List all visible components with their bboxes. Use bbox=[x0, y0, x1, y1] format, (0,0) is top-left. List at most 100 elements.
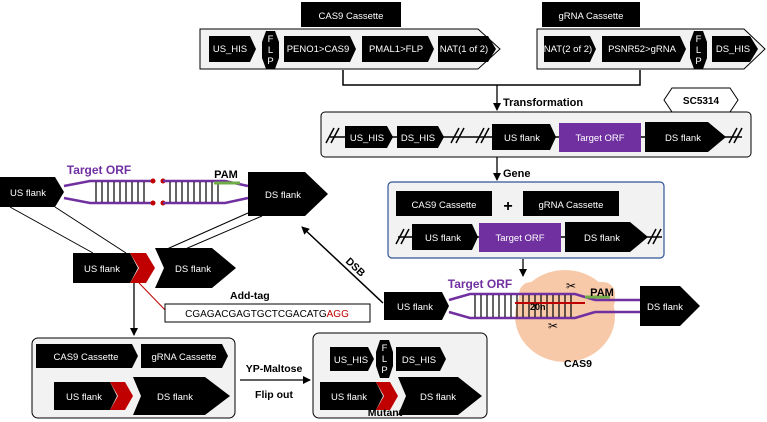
grna-flp-f: F bbox=[696, 34, 702, 45]
gene-box-target-orf bbox=[479, 223, 561, 252]
cut-ds-flank bbox=[640, 286, 700, 326]
repair-ds-flank-bottom bbox=[155, 248, 236, 288]
gene-box-cas9-cassette-label: CAS9 Cassette bbox=[412, 200, 477, 211]
repair-us-flank-top bbox=[0, 177, 64, 207]
repair-crossover-lines bbox=[9, 206, 263, 254]
cas9-flp-f: F bbox=[268, 34, 274, 45]
cas9-part-us-his bbox=[209, 36, 256, 62]
repair-tag-chevron bbox=[130, 253, 155, 283]
dsb-label: DSB bbox=[343, 255, 368, 279]
gene-box-break-left bbox=[395, 228, 410, 245]
gene-box-us-flank-label: US flank bbox=[425, 233, 461, 244]
cas9-flp-hexagon bbox=[262, 31, 279, 69]
locus-break-right bbox=[728, 127, 743, 144]
gene-box-cas9-cassette bbox=[396, 191, 492, 216]
dsb-arrow bbox=[301, 226, 384, 304]
locus-ds-his-label: DS_HIS bbox=[401, 133, 435, 144]
add-tag-sequence-box bbox=[164, 303, 371, 323]
bl-us-flank-label: US flank bbox=[66, 392, 102, 403]
gene-box-grna-cassette-label: gRNA Cassette bbox=[539, 200, 604, 211]
br-ds-flank-label: DS flank bbox=[420, 392, 456, 403]
cas9-part-peno1 bbox=[284, 36, 356, 62]
repair-ds-flank-top-label: DS flank bbox=[265, 190, 301, 201]
locus-ds-flank bbox=[645, 122, 726, 152]
yp-maltose-label: YP-Maltose bbox=[246, 363, 303, 375]
repair-us-flank-top-label: US flank bbox=[10, 188, 46, 199]
repair-dna-left-rungs bbox=[95, 182, 145, 202]
scissors-bottom-icon: ✂ bbox=[548, 319, 558, 333]
transformation-label: Transformation bbox=[503, 97, 583, 109]
bl-tag-chevron bbox=[110, 382, 133, 410]
locus-us-flank bbox=[492, 124, 556, 150]
twenty-n-label: 20n bbox=[530, 302, 546, 312]
scissors-top-icon: ✂ bbox=[566, 279, 576, 293]
br-ds-flank bbox=[398, 377, 482, 415]
cut-us-flank bbox=[384, 292, 449, 320]
grna-part-psnr52-label: PSNR52>gRNA bbox=[608, 44, 677, 55]
cut-us-flank-label: US flank bbox=[397, 302, 433, 313]
cas9-part-peno1-label: PENO1>CAS9 bbox=[287, 44, 350, 55]
mutant-label: Mutant bbox=[368, 407, 403, 419]
bl-cas9-cassette-label: CAS9 Cassette bbox=[54, 352, 119, 363]
br-flp-p: P bbox=[381, 365, 387, 376]
gene-box-break-right bbox=[647, 228, 662, 245]
bl-ds-flank bbox=[133, 377, 230, 415]
locus-target-orf-label: Target ORF bbox=[575, 133, 624, 144]
cas9-flp-l: L bbox=[268, 45, 273, 56]
cas9-cassette-title: CAS9 Cassette bbox=[319, 11, 384, 22]
repair-ds-flank-bottom-label: DS flank bbox=[175, 264, 211, 275]
repair-dna-right-strands bbox=[163, 179, 249, 205]
locus-ds-flank-label: DS flank bbox=[665, 133, 701, 144]
repair-target-orf-label: Target ORF bbox=[67, 163, 131, 177]
grna-part-psnr52 bbox=[602, 36, 686, 62]
repair-us-flank-bottom-label: US flank bbox=[84, 264, 120, 275]
br-flp-hexagon bbox=[376, 340, 393, 378]
bl-us-flank bbox=[54, 382, 117, 410]
grna-part-nat2-label: NAT(2 of 2) bbox=[544, 44, 592, 55]
gene-box-ds-flank bbox=[565, 222, 648, 252]
cut-dna-strand-right bbox=[595, 298, 640, 314]
grna-part-nat2 bbox=[544, 36, 596, 62]
repair-us-flank-bottom bbox=[73, 253, 138, 283]
gene-box-target-orf-label: Target ORF bbox=[495, 233, 544, 244]
gene-label: Gene bbox=[503, 168, 531, 180]
add-tag-sequence-black: CGAGACGAGTGCTCGACATG bbox=[185, 309, 327, 320]
bl-grna-cassette-label: gRNA Cassette bbox=[152, 352, 217, 363]
add-tag-pointer bbox=[138, 282, 169, 314]
flip-out-label: Flip out bbox=[255, 389, 293, 401]
cas9-part-pmal1 bbox=[362, 36, 434, 62]
cas9-part-nat1-label: NAT(1 of 2) bbox=[440, 44, 488, 55]
cut-ds-flank-label: DS flank bbox=[647, 302, 683, 313]
locus-us-his-label: US_HIS bbox=[350, 133, 384, 144]
sc5314-label: SC5314 bbox=[683, 96, 720, 107]
grna-flp-hexagon bbox=[690, 31, 707, 69]
repair-dna-left-strands bbox=[63, 179, 152, 205]
br-us-flank-label: US flank bbox=[331, 392, 367, 403]
repair-dna-right-rungs bbox=[169, 182, 219, 202]
locus-ds-his bbox=[397, 126, 444, 148]
repair-pam-label: PAM bbox=[214, 169, 238, 181]
br-us-flank bbox=[320, 382, 383, 410]
locus-break-left bbox=[325, 127, 340, 144]
gene-box-grna-cassette bbox=[523, 191, 619, 216]
br-flp-l: L bbox=[382, 354, 387, 365]
br-tag-chevron bbox=[376, 382, 398, 410]
bl-grna-cassette bbox=[141, 344, 228, 368]
grna-flp-l: L bbox=[696, 45, 701, 56]
cas9-cassette-title-box bbox=[301, 2, 401, 27]
br-us-his-label: US_HIS bbox=[334, 355, 368, 366]
br-ds-his-label: DS_HIS bbox=[402, 355, 436, 366]
add-tag-sequence: CGAGACGAGTGCTCGACATGAGG bbox=[185, 309, 349, 320]
cas9-part-us-his-label: US_HIS bbox=[213, 44, 247, 55]
br-flp-f: F bbox=[382, 343, 388, 354]
grna-flp-p: P bbox=[695, 56, 701, 67]
repair-ds-flank-top bbox=[248, 172, 328, 216]
cas9-part-pmal1-label: PMAL1>FLP bbox=[369, 44, 423, 55]
plus-sign: + bbox=[503, 198, 512, 215]
transformation-bracket bbox=[342, 70, 641, 86]
bl-ds-flank-label: DS flank bbox=[157, 392, 193, 403]
locus-target-orf bbox=[559, 123, 641, 152]
repair-cut-dot-2 bbox=[150, 200, 156, 206]
grna-cassette-title: gRNA Cassette bbox=[559, 11, 624, 22]
gene-box-ds-flank-label: DS flank bbox=[584, 233, 620, 244]
